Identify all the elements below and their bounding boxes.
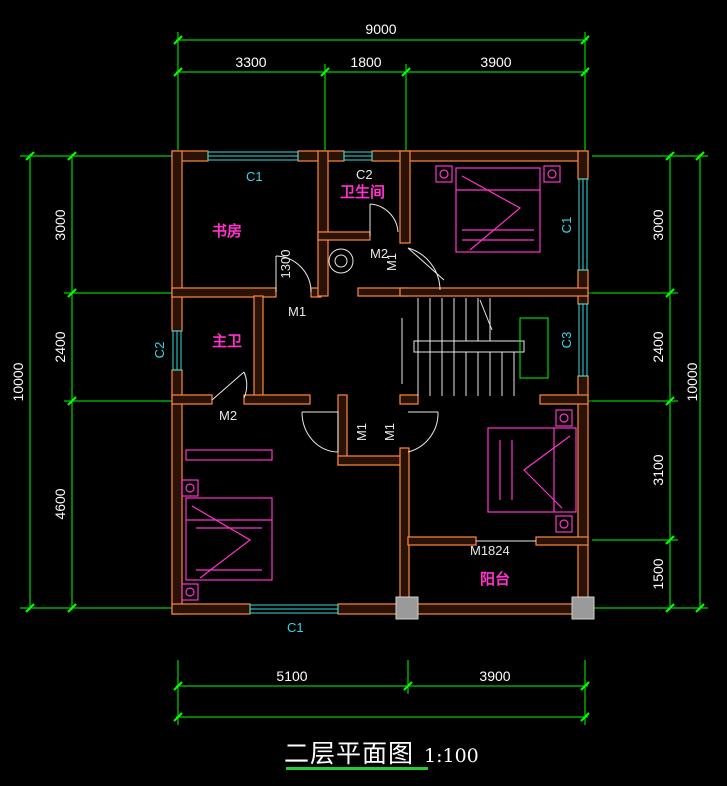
dim-top-part-2: 1800: [350, 54, 381, 70]
dimension-lines: [20, 32, 708, 725]
tag-m2-bath: M2: [219, 408, 237, 423]
tag-m1-study-dim: 1300: [278, 250, 293, 279]
tag-c1-bed-ne: C1: [559, 217, 574, 234]
room-label-study: 书房: [212, 222, 242, 240]
dim-right-part-3: 3100: [650, 454, 666, 485]
dim-left-part-3: 4600: [52, 488, 68, 519]
tag-m1-corridor-a: M1: [354, 423, 369, 441]
dim-right-part-1: 3000: [650, 209, 666, 240]
drawing-title-text: 二层平面图: [284, 739, 415, 768]
dim-top-part-1: 3300: [235, 54, 266, 70]
tag-m1-study: M1: [288, 304, 306, 319]
room-label-toilet: 卫生间: [340, 183, 385, 201]
tag-m1-corridor-b: M1: [382, 423, 397, 441]
room-label-master-bath: 主卫: [212, 332, 242, 350]
tag-m2-toilet: M2: [370, 246, 388, 261]
tag-c1-study: C1: [246, 169, 263, 184]
drawing-title: 二层平面图 1:100: [284, 734, 479, 770]
windows: [172, 151, 588, 614]
dim-right-part-2: 2400: [650, 331, 666, 362]
tag-c2-toilet: C2: [356, 167, 373, 182]
dim-bottom-part-2: 3900: [479, 668, 510, 684]
dim-bottom-part-1: 5100: [276, 668, 307, 684]
tag-c3-stair: C3: [559, 332, 574, 349]
tag-c1-bottom: C1: [287, 620, 304, 635]
dim-right-total: 10000: [684, 362, 700, 401]
columns: [395, 596, 595, 620]
dim-top-part-3: 3900: [480, 54, 511, 70]
doors: [211, 203, 536, 542]
dim-left-part-1: 3000: [52, 209, 68, 240]
bed-southeast: [487, 409, 577, 533]
dim-top-total: 9000: [365, 21, 396, 37]
dimension-ticks: [25, 35, 705, 722]
room-label-balcony: 阳台: [480, 570, 510, 588]
drawing-scale: 1:100: [424, 745, 479, 767]
title-underline: [286, 767, 428, 770]
stairs: [401, 298, 549, 396]
walls: [171, 150, 589, 615]
bed-northeast: [435, 165, 561, 253]
toilet-fixture: [328, 248, 354, 274]
tag-c2-bath: C2: [152, 342, 167, 359]
tag-m1-ne: M1: [384, 253, 399, 271]
dim-left-part-2: 2400: [52, 331, 68, 362]
dim-left-total: 10000: [10, 362, 26, 401]
bed-southwest: [181, 449, 273, 601]
tag-m1824: M1824: [470, 543, 510, 558]
dim-right-part-4: 1500: [650, 558, 666, 589]
